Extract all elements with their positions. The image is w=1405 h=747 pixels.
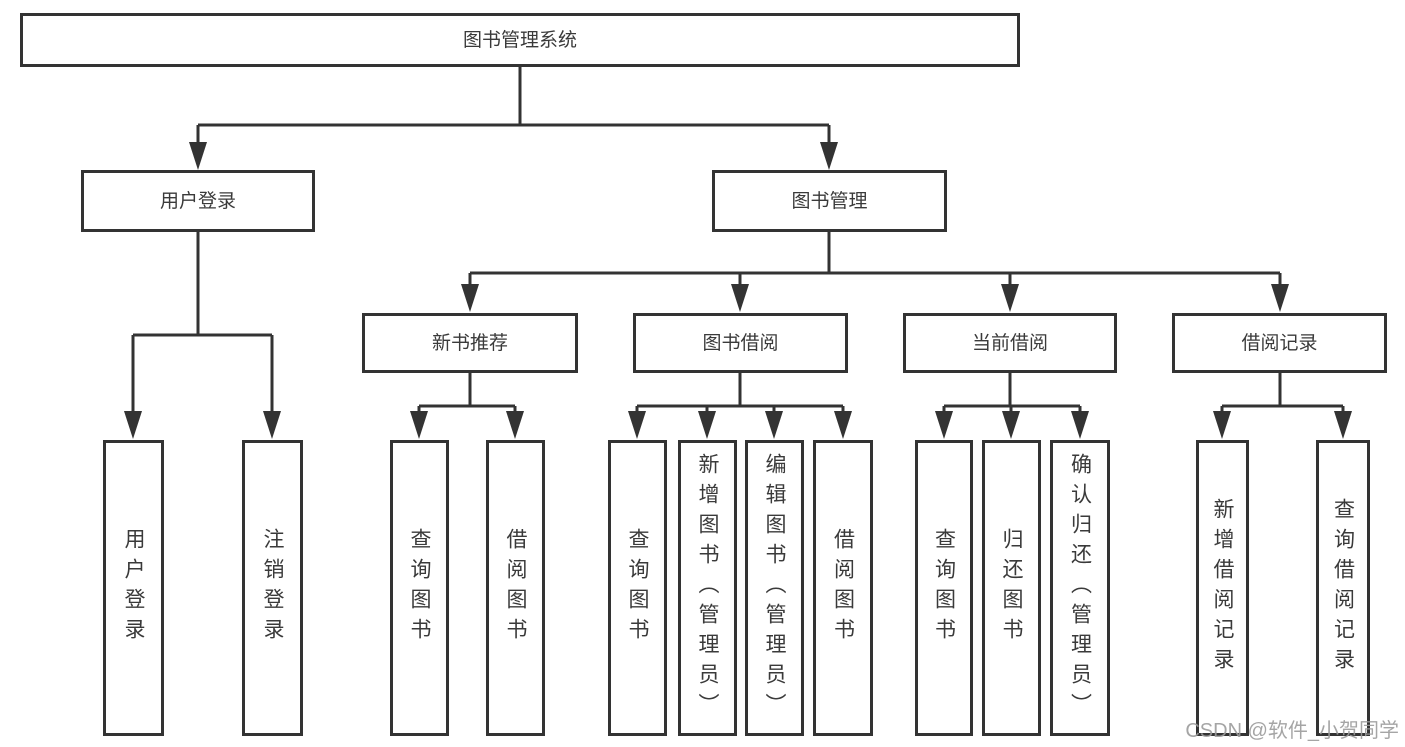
- node-leaf-confirm-return-admin: 确认归还（管理员）: [1050, 440, 1110, 736]
- arrowhead: [506, 411, 524, 439]
- arrowhead: [410, 411, 428, 439]
- arrowhead: [1213, 411, 1231, 439]
- node-leaf-add-borrow-record-label: 新增借阅记录: [1211, 498, 1234, 678]
- arrowhead: [834, 411, 852, 439]
- node-leaf-user-login: 用户登录: [103, 440, 164, 736]
- node-leaf-query-borrow-record: 查询借阅记录: [1316, 440, 1370, 736]
- node-leaf-user-login-label: 用户登录: [122, 528, 145, 648]
- node-current-borrowing-label: 当前借阅: [971, 332, 1048, 354]
- arrowhead: [461, 284, 479, 312]
- node-leaf-query-books-recommend-label: 查询图书: [408, 528, 431, 648]
- arrowhead: [1001, 284, 1019, 312]
- node-leaf-add-books-admin-label: 新增图书（管理员）: [696, 453, 719, 723]
- node-leaf-add-books-admin: 新增图书（管理员）: [678, 440, 737, 736]
- arrowhead: [1334, 411, 1352, 439]
- node-book-borrowing-label: 图书借阅: [702, 332, 779, 354]
- node-leaf-borrow-books-recommend-label: 借阅图书: [504, 528, 527, 648]
- node-leaf-query-books-borrowing-label: 查询图书: [626, 528, 649, 648]
- node-book-management-label: 图书管理: [791, 190, 868, 212]
- node-leaf-add-borrow-record: 新增借阅记录: [1196, 440, 1249, 736]
- node-current-borrowing: 当前借阅: [903, 313, 1117, 373]
- node-root-system: 图书管理系统: [20, 13, 1020, 67]
- node-leaf-logout: 注销登录: [242, 440, 303, 736]
- node-leaf-return-books: 归还图书: [982, 440, 1041, 736]
- node-user-login: 用户登录: [81, 170, 315, 232]
- node-new-book-recommend: 新书推荐: [362, 313, 578, 373]
- arrowhead: [628, 411, 646, 439]
- arrowheads: [124, 142, 1352, 439]
- arrowhead: [1002, 411, 1020, 439]
- node-book-management: 图书管理: [712, 170, 947, 232]
- node-leaf-query-books-recommend: 查询图书: [390, 440, 449, 736]
- node-leaf-borrow-books-borrowing-label: 借阅图书: [831, 528, 855, 648]
- arrowhead: [124, 411, 142, 439]
- node-borrowing-records: 借阅记录: [1172, 313, 1387, 373]
- node-new-book-recommend-label: 新书推荐: [431, 332, 508, 354]
- node-leaf-confirm-return-admin-label: 确认归还（管理员）: [1068, 453, 1092, 723]
- arrowhead: [189, 142, 207, 170]
- arrowhead: [731, 284, 749, 312]
- node-user-login-label: 用户登录: [159, 190, 236, 212]
- arrowhead: [1271, 284, 1289, 312]
- arrowhead: [765, 411, 783, 439]
- arrowhead: [1071, 411, 1089, 439]
- arrowhead: [698, 411, 716, 439]
- node-leaf-return-books-label: 归还图书: [1000, 528, 1023, 648]
- node-leaf-borrow-books-borrowing: 借阅图书: [813, 440, 873, 736]
- node-leaf-logout-label: 注销登录: [261, 528, 284, 648]
- node-root-system-label: 图书管理系统: [462, 29, 577, 51]
- node-leaf-edit-books-admin: 编辑图书（管理员）: [745, 440, 804, 736]
- node-leaf-query-books-current: 查询图书: [915, 440, 973, 736]
- node-leaf-query-borrow-record-label: 查询借阅记录: [1331, 498, 1355, 678]
- csdn-watermark: CSDN @软件_小贺同学: [1185, 720, 1399, 742]
- arrowhead: [935, 411, 953, 439]
- node-leaf-query-books-current-label: 查询图书: [932, 528, 956, 648]
- node-leaf-borrow-books-recommend: 借阅图书: [486, 440, 545, 736]
- arrowhead: [263, 411, 281, 439]
- node-book-borrowing: 图书借阅: [633, 313, 848, 373]
- node-leaf-edit-books-admin-label: 编辑图书（管理员）: [763, 453, 786, 723]
- node-leaf-query-books-borrowing: 查询图书: [608, 440, 667, 736]
- arrowhead: [820, 142, 838, 170]
- node-borrowing-records-label: 借阅记录: [1241, 332, 1318, 354]
